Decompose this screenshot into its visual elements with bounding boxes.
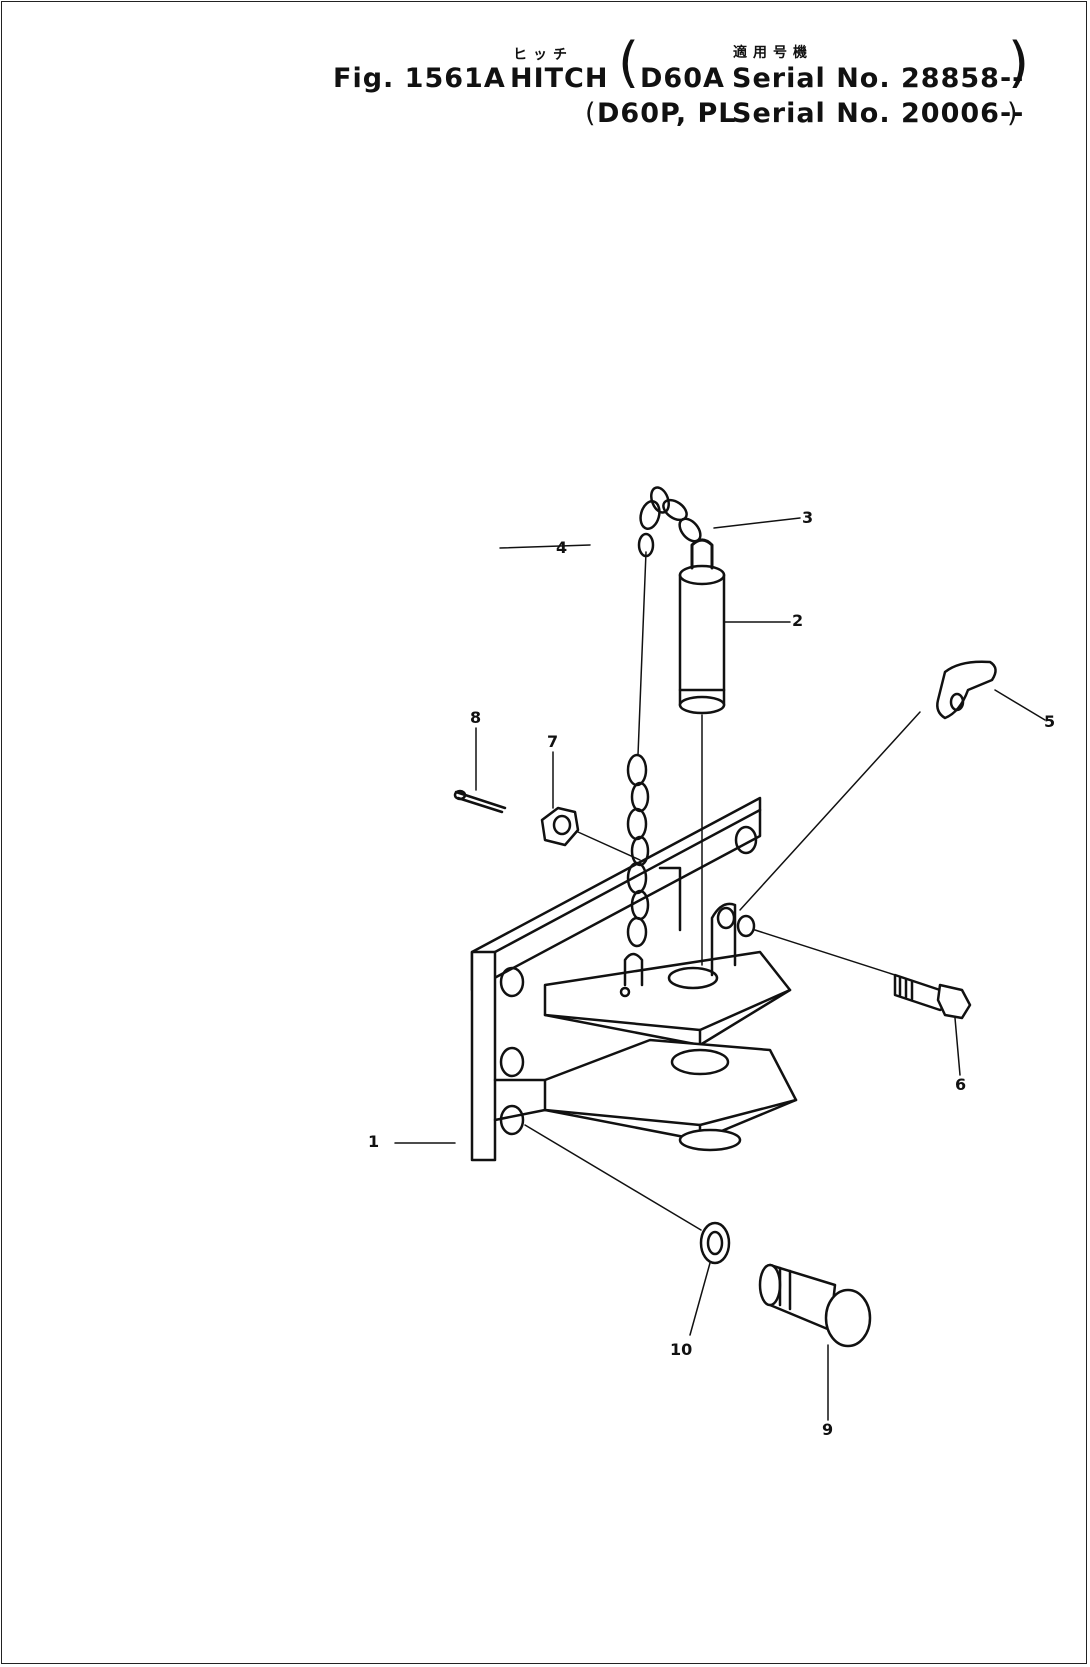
pin-ring (690, 538, 714, 570)
hitch-pin (678, 564, 726, 715)
callout-1: 1 (368, 1132, 380, 1151)
leader-6 (954, 1017, 961, 1076)
callout-4: 4 (556, 538, 568, 557)
assembly-line-latch (739, 711, 921, 911)
lower-jaw (493, 1038, 798, 1152)
callout-9: 9 (822, 1420, 834, 1439)
assembly-line-nut (577, 831, 641, 861)
line2-serial: Serial No. 20006-- (732, 98, 1025, 129)
assembly-line-chain (637, 551, 647, 756)
callout-2: 2 (792, 611, 804, 630)
assembly-line-washer (524, 1124, 702, 1231)
latch (936, 660, 997, 720)
nut (540, 806, 580, 847)
line2-open-paren: ( (585, 98, 597, 129)
line2-model: D60P, PL (597, 98, 737, 129)
callout-8: 8 (470, 708, 482, 727)
line2-close-paren: ) (1007, 98, 1019, 129)
leader-5 (994, 689, 1046, 721)
leader-3 (713, 517, 801, 529)
callout-3: 3 (802, 508, 814, 527)
callout-5: 5 (1044, 712, 1056, 731)
figure-title: HITCH (510, 63, 609, 94)
chain-upper (637, 486, 702, 558)
bolt-9 (758, 1263, 872, 1348)
right-paren-top: ) (1008, 31, 1030, 94)
figure-label: Fig. 1561A (333, 63, 506, 94)
callout-10: 10 (670, 1340, 693, 1359)
line1-serial: Serial No. 28858-- (732, 63, 1025, 94)
assembly-line-bolt6 (754, 929, 896, 976)
washer (699, 1221, 731, 1265)
line1-model: D60A (640, 63, 725, 94)
cotter-pin (453, 789, 507, 814)
serial-header-japanese: 適用号機 (733, 45, 813, 61)
upper-jaw (543, 902, 792, 1047)
leader-4 (499, 544, 591, 549)
leader-10 (689, 1262, 711, 1336)
left-paren-top: ( (618, 31, 640, 94)
callout-7: 7 (547, 732, 559, 751)
callout-6: 6 (955, 1075, 967, 1094)
chain-lower (619, 753, 650, 998)
bolt-6 (893, 973, 972, 1020)
title-japanese: ヒッチ (513, 47, 573, 63)
mounting-plate (470, 796, 762, 1162)
